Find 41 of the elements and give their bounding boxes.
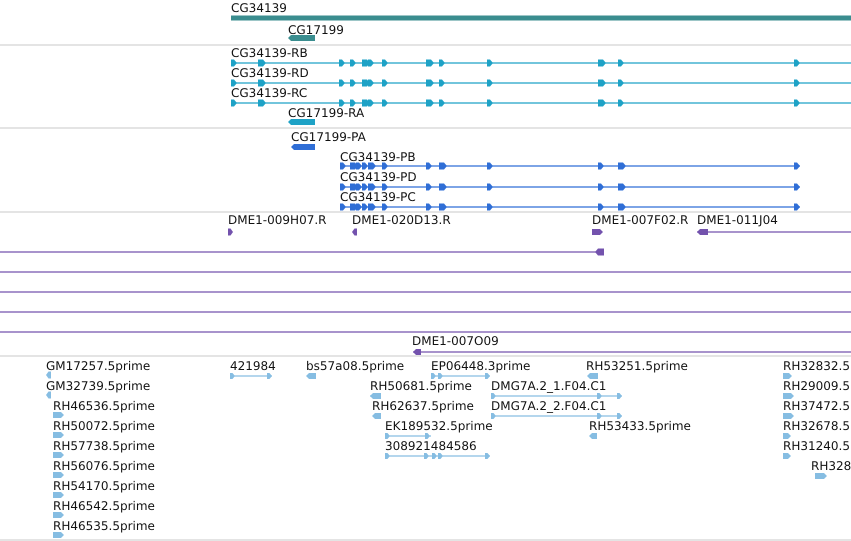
feature-label: DME1-007F02.R [592, 213, 688, 227]
feature-label: GM17257.5prime [46, 359, 150, 373]
feature-label: RH62637.5prime [372, 399, 474, 413]
feature-label: RH53251.5prime [586, 359, 688, 373]
feature-label: CG34139-RD [231, 66, 309, 80]
feature-label: RH31240.5 [783, 439, 850, 453]
feature-label: DME1-007O09 [412, 334, 499, 348]
feature-label: CG34139-RB [231, 46, 308, 60]
feature-label: DME1-020D13.R [352, 213, 451, 227]
feature-label: CG34139-PC [340, 190, 416, 204]
feature-label: CG34139-RC [231, 86, 308, 100]
feature-label: RH53433.5prime [589, 419, 691, 433]
feature-label: EP06448.3prime [431, 359, 530, 373]
feature-label: RH328 [811, 459, 851, 473]
feature-label: RH54170.5prime [53, 479, 155, 493]
feature-label: CG17199-RA [288, 106, 364, 120]
feature-label: DMG7A.2_1.F04.C1 [491, 379, 606, 393]
feature-label: RH46542.5prime [53, 499, 155, 513]
feature-label: RH29009.5 [783, 379, 850, 393]
feature-label: CG17199 [288, 23, 344, 37]
feature-label: RH32832.5 [783, 359, 850, 373]
feature-label: RH56076.5prime [53, 459, 155, 473]
feature-label: DMG7A.2_2.F04.C1 [491, 399, 606, 413]
feature-label: RH32678.5 [783, 419, 850, 433]
feature-label: CG17199-PA [291, 130, 366, 144]
feature-label: RH50681.5prime [370, 379, 472, 393]
feature-label: CG34139 [231, 1, 287, 15]
feature-label: CG34139-PD [340, 170, 417, 184]
feature-label: GM32739.5prime [46, 379, 150, 393]
feature-label: 308921484586 [385, 439, 477, 453]
feature-label: RH37472.5 [783, 399, 850, 413]
feature-label: RH46536.5prime [53, 399, 155, 413]
feature-label: RH57738.5prime [53, 439, 155, 453]
feature-label: DME1-011J04 [697, 213, 778, 227]
feature-label: RH50072.5prime [53, 419, 155, 433]
feature-label: bs57a08.5prime [306, 359, 404, 373]
feature-label: 421984 [230, 359, 276, 373]
feature-label: RH46535.5prime [53, 519, 155, 533]
feature-label: CG34139-PB [340, 150, 416, 164]
feature-label: EK189532.5prime [385, 419, 493, 433]
feature-label: DME1-009H07.R [228, 213, 326, 227]
